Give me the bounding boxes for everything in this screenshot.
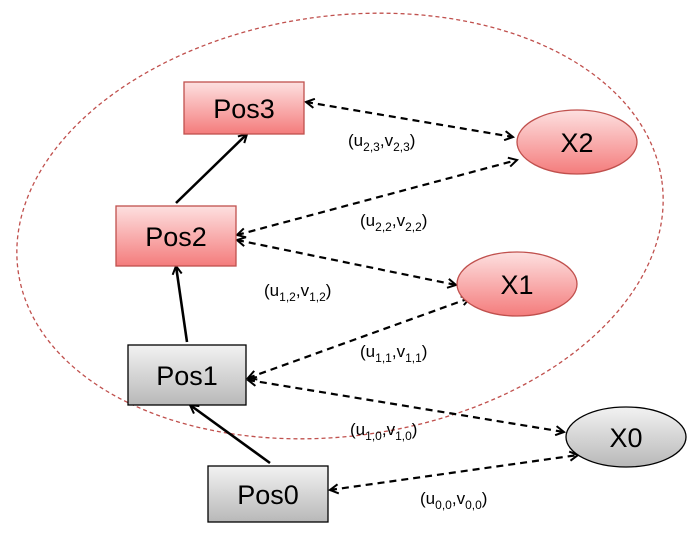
edge-label-pos1-x0: (u1,0,v1,0) — [350, 420, 417, 443]
edge-label-pos0-x0: (u0,0,v0,0) — [420, 489, 487, 512]
node-x1-ellipse — [456, 251, 578, 317]
node-x0-ellipse — [565, 406, 687, 468]
node-pos1-box — [127, 344, 247, 406]
node-pos3-label: Pos3 — [213, 94, 275, 124]
motion-edge-pos1-pos2 — [176, 266, 189, 343]
observation-edge-pos1-x0 — [248, 380, 564, 432]
observation-edge-pos2-x2 — [237, 160, 517, 235]
sliding-window-outline — [16, 12, 664, 440]
node-pos0-label: Pos0 — [237, 480, 299, 510]
edge-label-pos3-x2: (u2,3,v2,3) — [348, 131, 415, 154]
node-x2-label: X2 — [560, 128, 593, 158]
motion-edge-pos2-pos3 — [175, 134, 247, 204]
observation-edge-pos1-x1 — [248, 298, 470, 378]
observation-edge-pos0-x0 — [330, 455, 578, 490]
node-pos3-box — [183, 81, 305, 135]
node-x2-ellipse — [516, 109, 638, 175]
node-x0-label: X0 — [609, 423, 642, 453]
node-x1-label: X1 — [500, 270, 533, 300]
node-pos1-label: Pos1 — [156, 361, 218, 391]
edge-label-pos2-x2: (u2,2,v2,2) — [360, 211, 427, 234]
edge-label-pos1-x1: (u1,1,v1,1) — [360, 342, 427, 365]
edge-layer — [176, 102, 578, 490]
observation-edge-pos3-x2 — [306, 102, 513, 137]
node-pos2-box — [115, 205, 237, 267]
node-pos2-label: Pos2 — [145, 222, 207, 252]
edge-label-pos2-x1: (u1,2,v1,2) — [264, 281, 331, 304]
observation-edge-pos2-x1 — [237, 240, 456, 285]
edge-label-layer: (u2,3,v2,3) (u2,2,v2,2) (u1,2,v1,2) (u1,1,v… — [264, 131, 487, 512]
motion-edge-pos0-pos1 — [190, 405, 271, 465]
node-pos0-box — [207, 465, 329, 523]
